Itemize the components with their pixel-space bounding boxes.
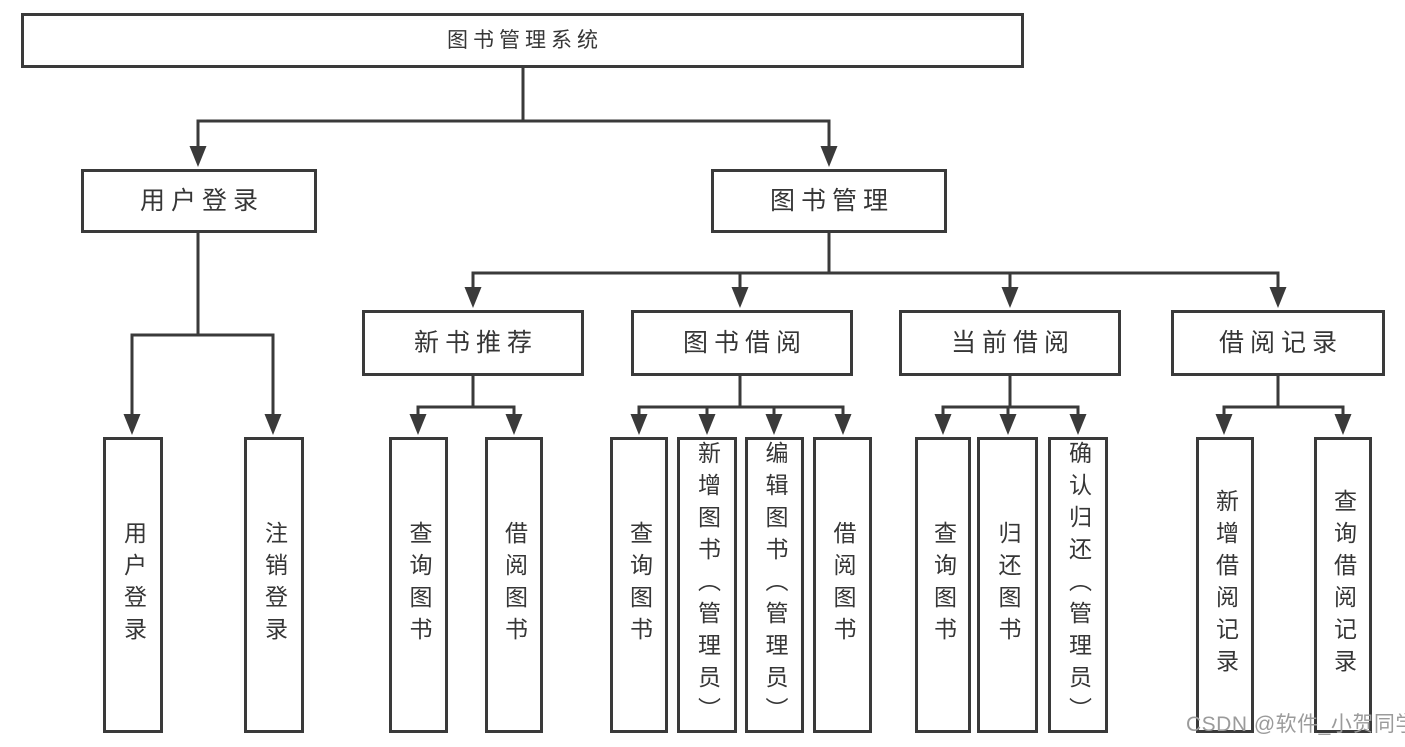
leaf-borrow-books-recommend: 借阅图书 — [485, 437, 543, 733]
leaf-label: 归还图书 — [995, 521, 1021, 649]
leaf-label: 注销登录 — [261, 521, 288, 649]
arrowhead-icon — [505, 414, 523, 435]
leaf-query-borrow-record: 查询借阅记录 — [1314, 437, 1372, 733]
arrowheads — [123, 146, 1352, 435]
arrowhead-icon — [464, 287, 482, 308]
leaf-query-books-recommend: 查询图书 — [389, 437, 448, 733]
leaf-add-books-admin: 新增图书（管理员） — [677, 437, 737, 733]
arrowhead-icon — [934, 414, 952, 435]
node-label: 当前借阅 — [950, 328, 1075, 357]
arrowhead-icon — [1269, 287, 1287, 308]
leaf-label: 查询图书 — [626, 521, 653, 649]
node-user-login-branch: 用户登录 — [81, 169, 317, 233]
leaf-label: 查询图书 — [406, 521, 432, 649]
arrowhead-icon — [1069, 414, 1087, 435]
leaf-label: 查询图书 — [930, 521, 957, 649]
leaf-user-login: 用户登录 — [103, 437, 163, 733]
leaf-return-books: 归还图书 — [977, 437, 1038, 733]
leaf-label: 新增借阅记录 — [1212, 489, 1239, 681]
node-label: 新书推荐 — [413, 328, 538, 357]
node-label: 借阅记录 — [1218, 328, 1343, 357]
leaf-label: 用户登录 — [120, 521, 147, 649]
arrowhead-icon — [189, 146, 207, 167]
leaf-label: 借阅图书 — [830, 521, 856, 649]
node-label: 图书借阅 — [682, 328, 807, 357]
arrowhead-icon — [264, 414, 282, 435]
node-current-borrowing: 当前借阅 — [899, 310, 1121, 376]
leaf-edit-books-admin: 编辑图书（管理员） — [745, 437, 804, 733]
leaf-label: 确认归还（管理员） — [1065, 441, 1092, 729]
leaf-label: 借阅图书 — [501, 521, 528, 649]
csdn-watermark: CSDN @软件_小贺同学 — [1186, 713, 1405, 736]
arrowhead-icon — [698, 414, 716, 435]
arrowhead-icon — [999, 414, 1017, 435]
node-label: 图书管理系统 — [447, 29, 603, 52]
arrowhead-icon — [731, 287, 749, 308]
leaf-label: 查询借阅记录 — [1330, 489, 1357, 681]
node-book-borrowing: 图书借阅 — [631, 310, 853, 376]
leaf-add-borrow-record: 新增借阅记录 — [1196, 437, 1254, 733]
leaf-label: 编辑图书（管理员） — [762, 441, 788, 729]
arrowhead-icon — [765, 414, 783, 435]
arrowhead-icon — [834, 414, 852, 435]
leaf-query-books-current: 查询图书 — [915, 437, 971, 733]
node-label: 用户登录 — [139, 186, 264, 215]
arrowhead-icon — [409, 414, 427, 435]
leaf-borrow-books: 借阅图书 — [813, 437, 872, 733]
arrowhead-icon — [1334, 414, 1352, 435]
arrowhead-icon — [820, 146, 838, 167]
node-borrowing-records: 借阅记录 — [1171, 310, 1385, 376]
node-book-management-branch: 图书管理 — [711, 169, 947, 233]
node-label: 图书管理 — [769, 186, 894, 215]
arrowhead-icon — [123, 414, 141, 435]
node-new-book-recommend: 新书推荐 — [362, 310, 584, 376]
arrowhead-icon — [1001, 287, 1019, 308]
arrowhead-icon — [1215, 414, 1233, 435]
arrowhead-icon — [630, 414, 648, 435]
leaf-label: 新增图书（管理员） — [694, 441, 721, 729]
node-book-management-system: 图书管理系统 — [21, 13, 1024, 68]
leaf-query-books-borrowing: 查询图书 — [610, 437, 668, 733]
leaf-logout-login: 注销登录 — [244, 437, 304, 733]
leaf-confirm-return-admin: 确认归还（管理员） — [1048, 437, 1108, 733]
